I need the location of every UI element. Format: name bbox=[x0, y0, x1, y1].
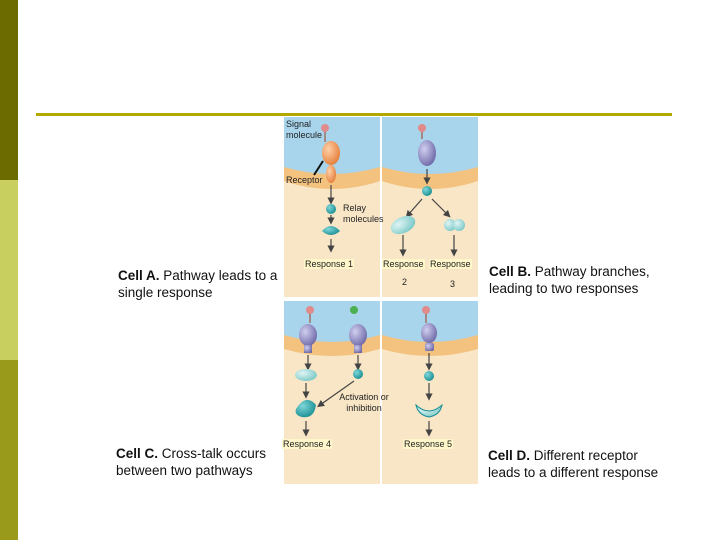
cell-b-pathway bbox=[390, 124, 465, 257]
label-response-1: Response 1 bbox=[304, 259, 355, 269]
caption-cell-d-title: Cell D. bbox=[488, 448, 531, 463]
relay-molecule-d2 bbox=[415, 403, 443, 418]
label-response-5: Response 5 bbox=[403, 439, 454, 449]
cell-d-pathway bbox=[415, 306, 443, 437]
receptor-a bbox=[322, 141, 340, 165]
caption-cell-c-title: Cell C. bbox=[116, 446, 159, 461]
receptor-c1 bbox=[299, 324, 317, 346]
relay-molecule-a1 bbox=[326, 204, 336, 214]
caption-cell-d: Cell D. Different receptor leads to a di… bbox=[488, 447, 673, 481]
signal-molecule-c bbox=[306, 306, 314, 314]
relay-molecule-c2 bbox=[295, 399, 316, 418]
caption-cell-b-title: Cell B. bbox=[489, 264, 532, 279]
relay-molecule-b2 bbox=[390, 215, 416, 235]
sidebar-stripe-bottom bbox=[0, 360, 18, 540]
label-relay-molecules: Relay molecules bbox=[343, 203, 384, 224]
signal-molecule-a bbox=[321, 124, 329, 132]
cell-signaling-figure bbox=[284, 117, 478, 484]
caption-cell-a-title: Cell A. bbox=[118, 268, 160, 283]
caption-cell-b-text: Pathway branches, leading to two respons… bbox=[489, 264, 650, 296]
caption-cell-a: Cell A. Pathway leads to a single respon… bbox=[118, 267, 278, 301]
relay-molecule-b3 bbox=[453, 219, 465, 231]
cell-c-pathway bbox=[295, 306, 367, 437]
label-signal-molecule: Signal molecule bbox=[286, 119, 323, 140]
caption-cell-c-text: Cross-talk occurs between two pathways bbox=[116, 446, 267, 478]
relay-molecule-b1 bbox=[422, 186, 432, 196]
signal-molecule-c2 bbox=[350, 306, 358, 314]
label-receptor: Receptor bbox=[286, 175, 323, 185]
label-response-2-number: 2 bbox=[402, 277, 408, 287]
receptor-d bbox=[421, 323, 437, 343]
caption-cell-b: Cell B. Pathway branches, leading to two… bbox=[489, 263, 674, 297]
relay-molecule-a2 bbox=[322, 226, 340, 235]
receptor-c2 bbox=[349, 324, 367, 346]
signal-molecule-b bbox=[418, 124, 426, 132]
sidebar-stripe-middle bbox=[0, 180, 18, 360]
caption-cell-c: Cell C. Cross-talk occurs between two pa… bbox=[116, 445, 281, 479]
label-response-3-number: 3 bbox=[450, 279, 456, 289]
relay-molecule-c1 bbox=[295, 369, 317, 381]
label-response-4: Response 4 bbox=[282, 439, 333, 449]
caption-cell-d-text: Different receptor leads to a different … bbox=[488, 448, 659, 480]
caption-cell-a-text: Pathway leads to a single response bbox=[118, 268, 278, 300]
signal-molecule-d bbox=[422, 306, 430, 314]
receptor-b bbox=[418, 140, 436, 166]
label-response-3: Response bbox=[429, 259, 472, 269]
label-response-2: Response bbox=[382, 259, 425, 269]
sidebar-stripe-top bbox=[0, 0, 18, 180]
cell-a-pathway bbox=[313, 124, 340, 253]
relay-molecule-d1 bbox=[424, 371, 434, 381]
label-activation-or-inhibition: Activation or inhibition bbox=[339, 392, 389, 413]
title-rule bbox=[36, 113, 672, 116]
